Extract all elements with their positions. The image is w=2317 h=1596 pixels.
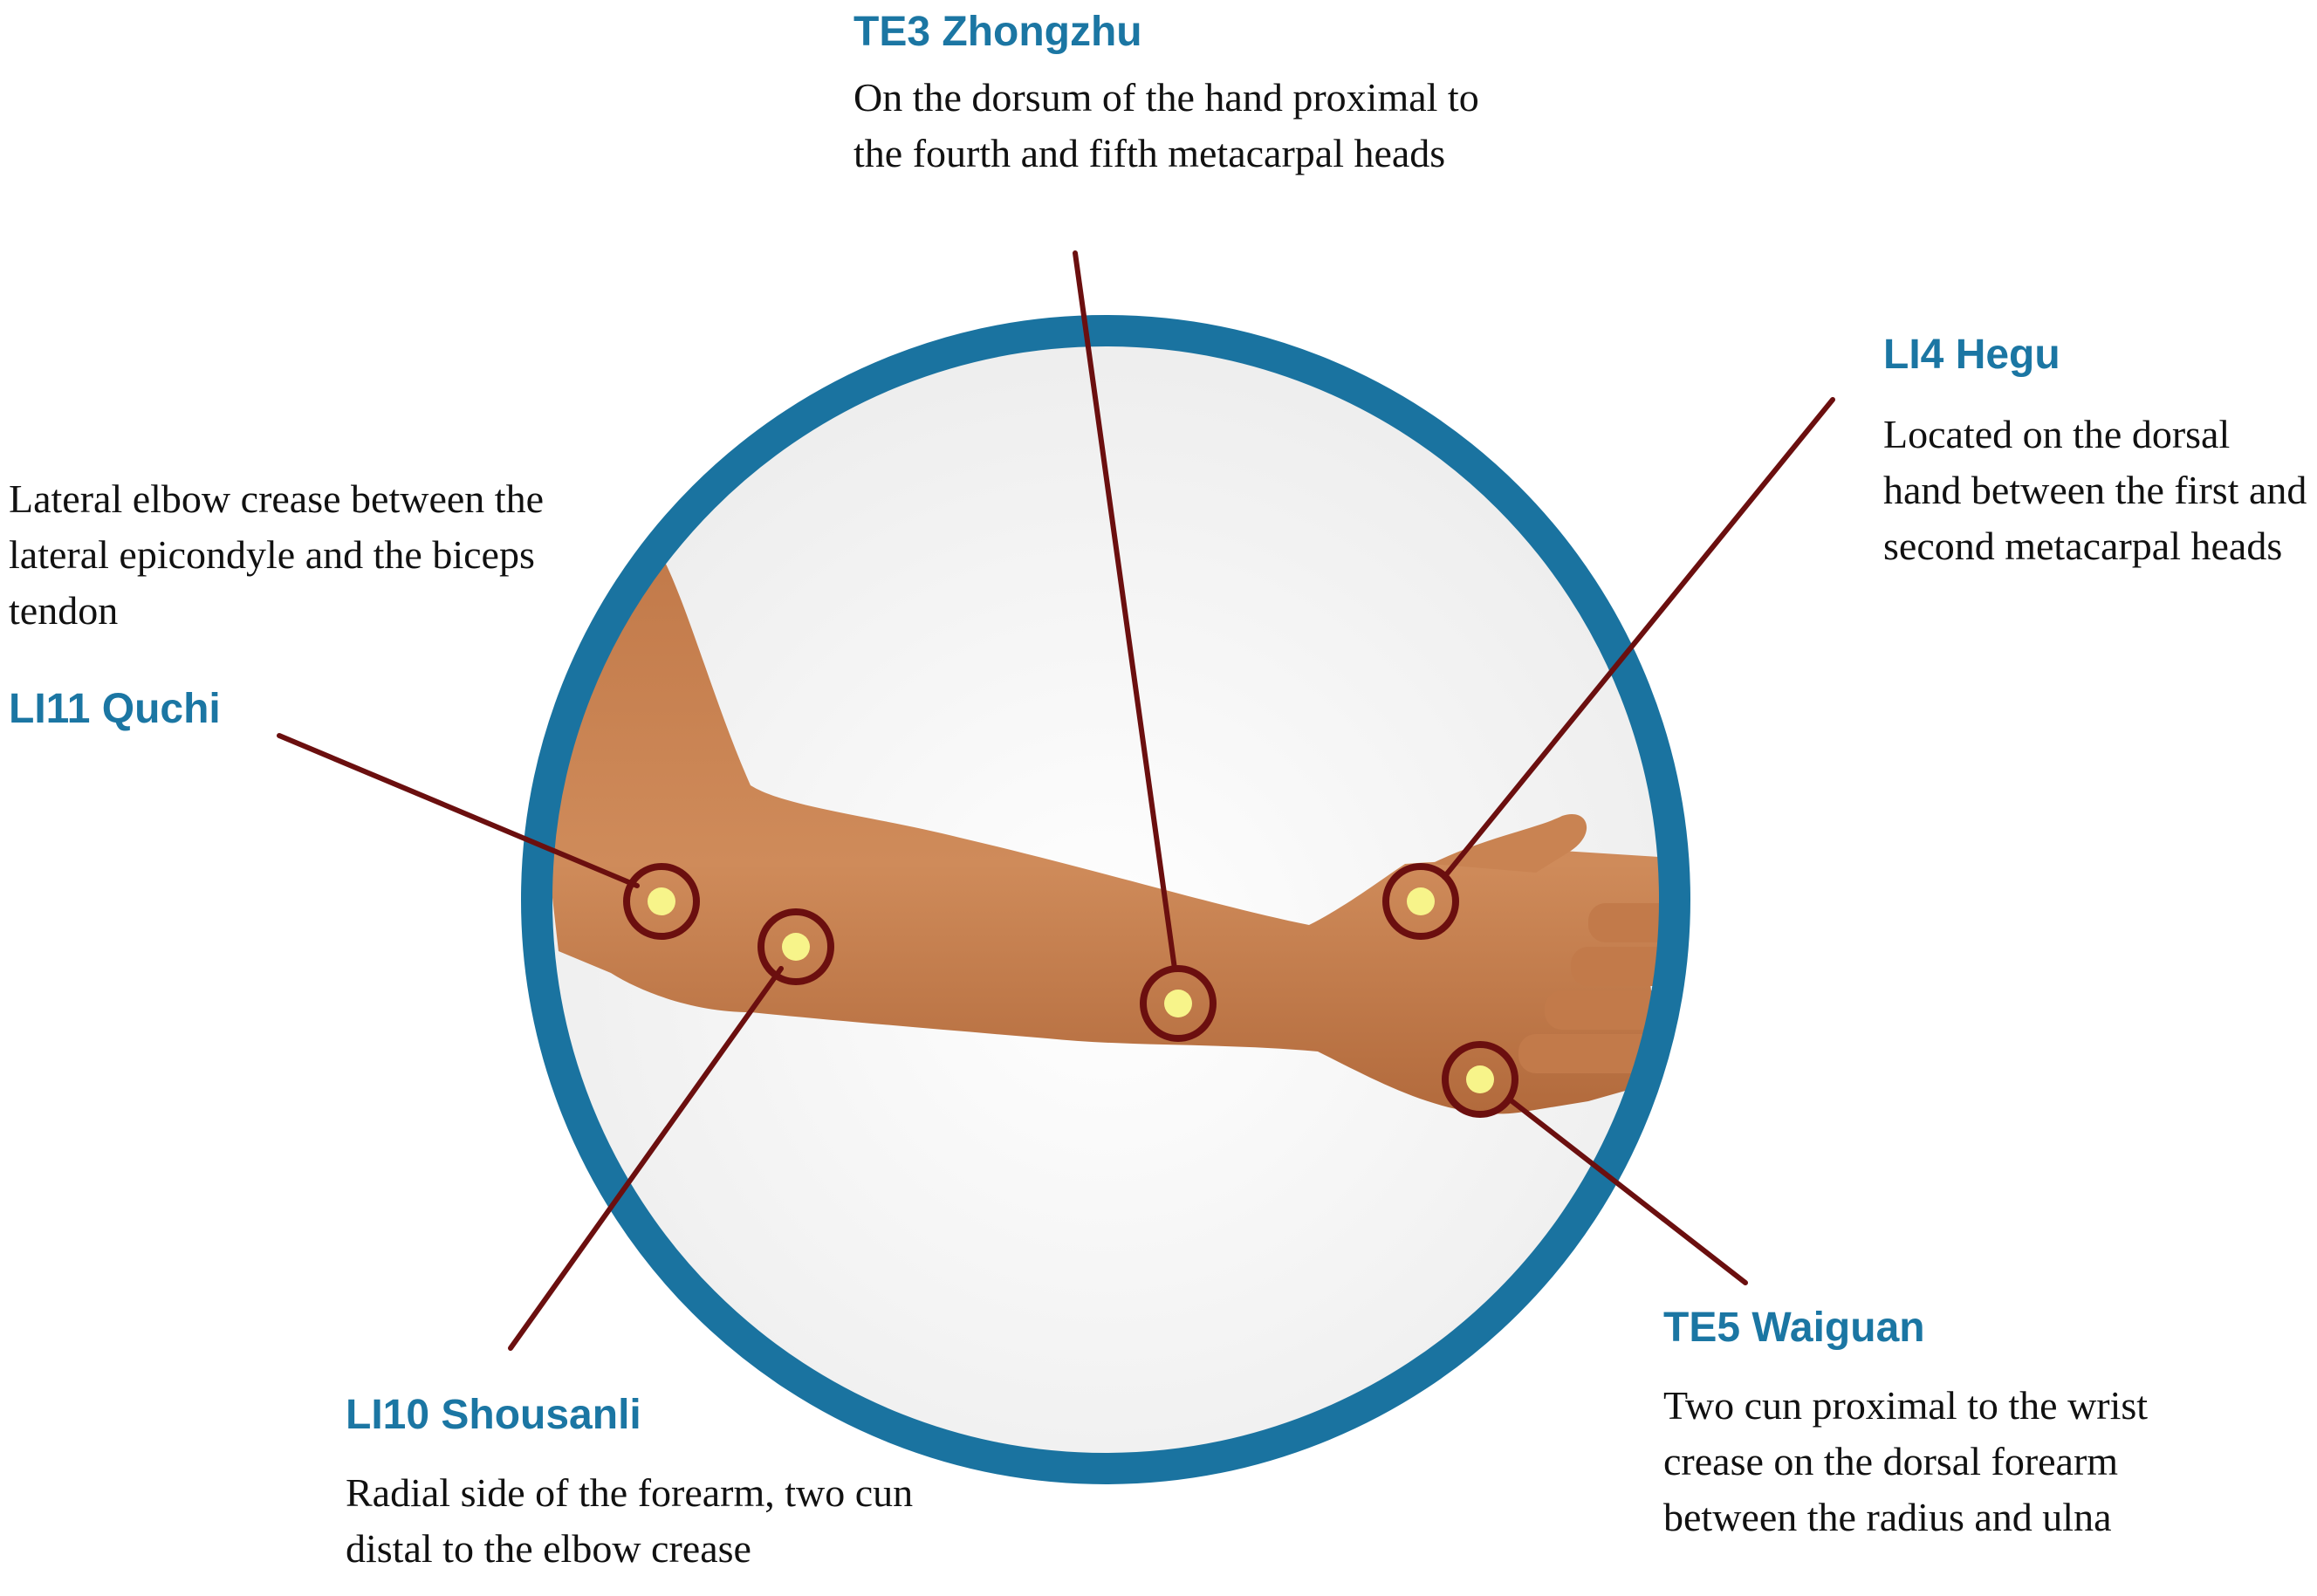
point-title-li10: LI10 Shousanli (346, 1392, 641, 1438)
marker-te3 (1140, 965, 1217, 1042)
point-description-te3: On the dorsum of the hand proximal to th… (853, 74, 1479, 175)
callout-li11-description: Lateral elbow crease between the lateral… (9, 471, 585, 639)
point-markers (623, 863, 1518, 1118)
callout-te5: TE5 Waiguan Two cun proximal to the wris… (1663, 1303, 2152, 1545)
leader-line-li4 (1442, 397, 1835, 880)
thumb-shape (1431, 814, 1587, 873)
ring-border (521, 315, 1690, 1484)
callout-te3: TE3 Zhongzhu On the dorsum of the hand p… (853, 7, 1482, 182)
point-description-li11: Lateral elbow crease between the lateral… (9, 476, 544, 633)
leader-line-te5 (1507, 1097, 1748, 1285)
point-description-li4: Located on the dorsal hand between the f… (1883, 411, 2307, 568)
marker-li10 (757, 908, 834, 985)
marker-li4 (1382, 863, 1459, 940)
leader-line-li10 (508, 966, 784, 1351)
marker-li11 (623, 863, 700, 940)
point-description-te5: Two cun proximal to the wrist crease on … (1663, 1382, 2149, 1539)
point-title-li4: LI4 Hegu (1883, 332, 2060, 378)
point-title-te3: TE3 Zhongzhu (853, 9, 1142, 55)
marker-te5 (1442, 1041, 1518, 1118)
point-title-li11: LI11 Quchi (9, 686, 221, 732)
leader-line-li11 (277, 733, 640, 888)
callout-li4: LI4 Hegu Located on the dorsal hand betw… (1883, 330, 2311, 574)
leader-lines (277, 250, 1835, 1351)
point-title-te5: TE5 Waiguan (1663, 1305, 1925, 1351)
leader-line-te3 (1073, 250, 1177, 971)
callout-li10: LI10 Shousanli Radial side of the forear… (346, 1390, 974, 1577)
point-description-li10: Radial side of the forearm, two cun dist… (346, 1469, 914, 1571)
callout-li11-title: LI11 Quchi (9, 684, 221, 735)
